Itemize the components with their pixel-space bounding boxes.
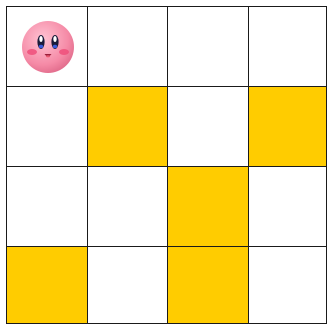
board-cell-r0-c1[interactable]	[87, 6, 167, 86]
board-cell-r1-c1-shaded[interactable]	[87, 86, 167, 166]
board-cell-r3-c1[interactable]	[87, 246, 167, 324]
board-cell-r0-c0[interactable]	[6, 6, 87, 86]
game-board	[6, 6, 327, 324]
board-cell-r2-c2-shaded[interactable]	[167, 166, 248, 246]
board-cell-r0-c3[interactable]	[248, 6, 327, 86]
board-cell-r2-c0[interactable]	[6, 166, 87, 246]
board-cell-r3-c2-shaded[interactable]	[167, 246, 248, 324]
board-cell-r3-c3[interactable]	[248, 246, 327, 324]
board-cell-r3-c0-shaded[interactable]	[6, 246, 87, 324]
kirby-character-icon	[20, 19, 76, 75]
board-cell-r1-c0[interactable]	[6, 86, 87, 166]
board-cell-r0-c2[interactable]	[167, 6, 248, 86]
board-cell-r2-c1[interactable]	[87, 166, 167, 246]
board-cell-r1-c3-shaded[interactable]	[248, 86, 327, 166]
board-cell-r1-c2[interactable]	[167, 86, 248, 166]
board-cell-r2-c3[interactable]	[248, 166, 327, 246]
